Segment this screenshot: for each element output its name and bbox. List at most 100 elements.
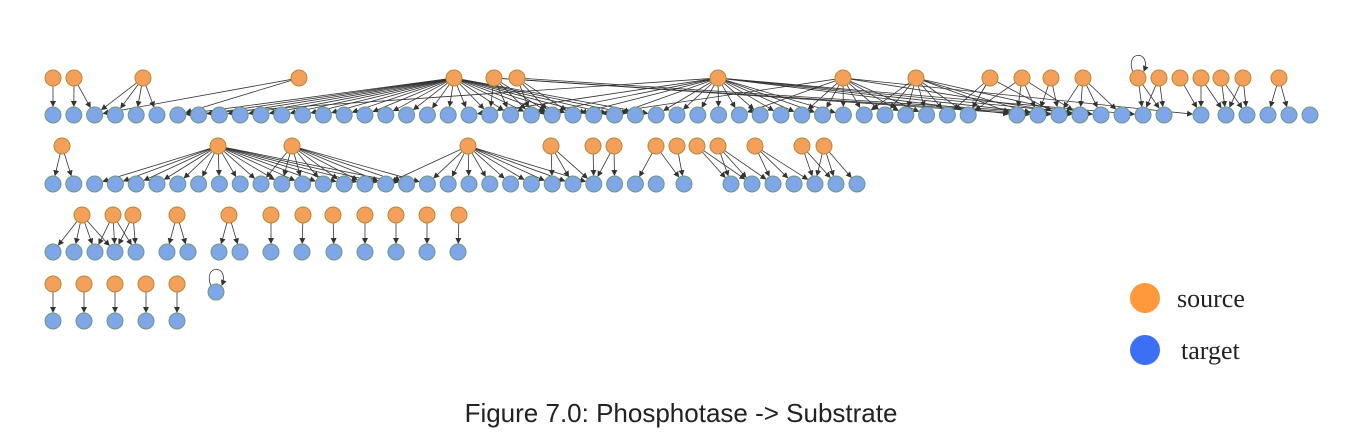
target-node xyxy=(827,175,845,193)
source-node xyxy=(688,137,706,155)
source-node xyxy=(220,206,238,224)
edge xyxy=(87,220,110,247)
target-node xyxy=(398,175,416,193)
edge xyxy=(849,81,899,111)
edge xyxy=(221,152,237,178)
edge xyxy=(57,221,78,246)
edge xyxy=(1145,85,1157,108)
edge xyxy=(122,148,211,182)
target-node xyxy=(262,243,280,261)
edge xyxy=(702,151,726,179)
edge xyxy=(890,83,912,109)
edge xyxy=(330,222,337,245)
edge xyxy=(554,152,569,178)
edge xyxy=(1280,85,1289,108)
target-node xyxy=(65,175,83,193)
target-node xyxy=(564,106,582,124)
edge xyxy=(392,81,448,112)
edge xyxy=(723,82,755,110)
target-node xyxy=(335,106,353,124)
edge xyxy=(1269,85,1278,108)
target-node xyxy=(959,106,977,124)
edge xyxy=(1142,84,1160,109)
edge xyxy=(1088,83,1117,110)
source-node xyxy=(1150,69,1168,87)
target-node xyxy=(439,106,457,124)
edge xyxy=(1242,85,1249,108)
edge xyxy=(556,151,588,179)
edge xyxy=(725,80,816,114)
target-node xyxy=(106,243,124,261)
source-node xyxy=(1129,69,1147,87)
edge xyxy=(1086,85,1098,108)
target-node xyxy=(75,312,93,330)
source-node xyxy=(418,206,436,224)
target-node xyxy=(44,175,62,193)
target-node xyxy=(356,175,374,193)
source-node xyxy=(44,69,62,87)
target-node xyxy=(1092,106,1110,124)
target-node xyxy=(387,243,405,261)
edge xyxy=(1221,85,1228,108)
target-node xyxy=(626,106,644,124)
source-node xyxy=(647,137,665,155)
edge xyxy=(77,84,91,109)
target-node xyxy=(158,243,176,261)
edge xyxy=(178,222,187,245)
target-node xyxy=(106,312,124,330)
source-node xyxy=(356,206,374,224)
legend-target-label: target xyxy=(1181,336,1240,365)
source-node xyxy=(834,69,852,87)
edge xyxy=(725,78,1052,117)
target-node xyxy=(855,106,873,124)
target-node xyxy=(606,175,624,193)
edge xyxy=(120,84,139,109)
edge xyxy=(1024,85,1036,108)
edge xyxy=(488,85,495,108)
edge xyxy=(460,82,504,111)
source-node xyxy=(53,137,71,155)
edge xyxy=(299,148,379,182)
edge xyxy=(202,152,215,177)
target-node xyxy=(293,243,311,261)
edge xyxy=(131,222,138,245)
source-node xyxy=(1013,69,1031,87)
target-node xyxy=(543,106,561,124)
source-node xyxy=(450,206,468,224)
source-node xyxy=(709,137,727,155)
target-node xyxy=(231,106,249,124)
source-node xyxy=(981,69,999,87)
edge xyxy=(1052,85,1059,108)
edge xyxy=(206,78,447,116)
source-node xyxy=(65,69,83,87)
edge xyxy=(224,149,275,180)
target-node xyxy=(148,175,166,193)
edge xyxy=(63,153,73,177)
edge xyxy=(185,79,292,114)
edge xyxy=(372,80,447,113)
edge xyxy=(84,222,94,245)
edge xyxy=(500,81,546,111)
source-node xyxy=(445,69,463,87)
target-node xyxy=(449,243,467,261)
target-node xyxy=(814,106,832,124)
edge xyxy=(135,85,142,108)
source-node xyxy=(290,69,308,87)
source-node xyxy=(209,137,227,155)
edge xyxy=(846,84,861,109)
edge xyxy=(219,222,228,245)
target-node xyxy=(793,106,811,124)
edge xyxy=(826,84,840,108)
edge xyxy=(230,222,239,245)
target-node xyxy=(207,283,225,301)
edge xyxy=(1078,85,1085,108)
edge xyxy=(145,85,155,108)
target-node xyxy=(86,243,104,261)
edge xyxy=(721,84,736,109)
edge xyxy=(100,82,137,111)
target-node xyxy=(127,243,145,261)
target-node xyxy=(86,175,104,193)
edge xyxy=(953,82,985,110)
edge xyxy=(807,151,831,179)
